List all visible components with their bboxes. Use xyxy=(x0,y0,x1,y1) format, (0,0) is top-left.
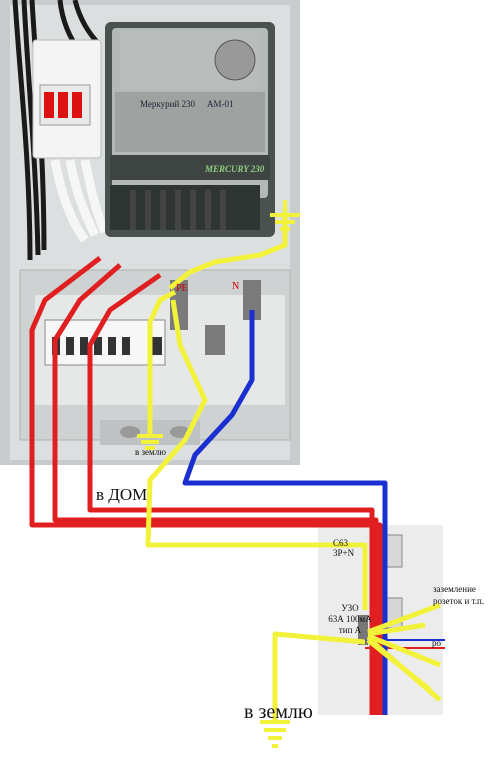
breaker-label: С63 3P+N xyxy=(333,538,355,559)
meter-dial xyxy=(214,39,256,81)
sockets-ground-label: заземление розеток и т.п. xyxy=(433,584,485,606)
ground-symbol-top xyxy=(270,200,300,231)
neutral-wire xyxy=(182,310,388,715)
meter-nameplate xyxy=(115,92,265,152)
mercury-label: MERCURY 230 xyxy=(205,164,265,174)
to-ground-main-label: в землю xyxy=(244,701,313,723)
breaker-lever-1 xyxy=(44,92,54,118)
breaker-lever-3 xyxy=(72,92,82,118)
gland-1 xyxy=(120,426,140,438)
center-terminal-block xyxy=(205,325,225,355)
ground-symbol-box xyxy=(137,434,163,450)
ground-wires xyxy=(145,215,442,722)
to-house-label: в ДОМ xyxy=(96,485,148,504)
house-ground-bar xyxy=(358,615,368,645)
ground-symbol-main xyxy=(260,720,290,748)
meter-brand-label: Меркурий 230 xyxy=(140,99,196,109)
meter-model-label: АМ-01 xyxy=(207,99,234,109)
partial-label: ро xyxy=(432,638,441,648)
n-terminal-label: N xyxy=(232,281,240,292)
breaker-lever-2 xyxy=(58,92,68,118)
to-ground-box-label: в землю xyxy=(135,447,166,457)
phase-wires xyxy=(29,256,383,715)
meter-terminal-cover-ribs xyxy=(130,190,226,230)
white-wires xyxy=(50,159,110,243)
rcd-label: УЗО 63А 100мА тип А xyxy=(328,603,372,635)
meter-label-strip xyxy=(110,155,270,180)
pe-terminal-label: PE xyxy=(176,283,188,294)
n-terminal-block xyxy=(243,280,261,320)
